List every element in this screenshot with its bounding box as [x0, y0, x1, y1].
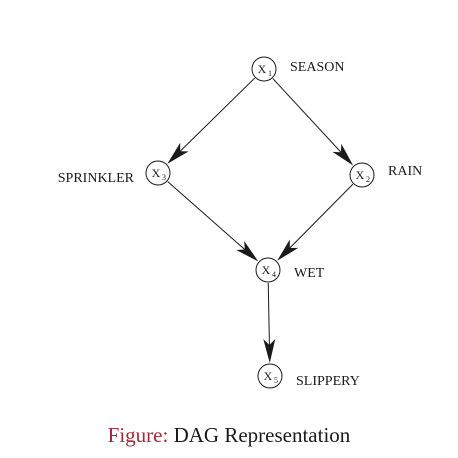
node-subscript: 3	[162, 173, 166, 182]
caption-text: DAG Representation	[173, 423, 351, 447]
node-subscript: 5	[274, 376, 278, 385]
figure-caption: Figure: DAG Representation	[0, 423, 458, 448]
arrowhead	[236, 241, 259, 262]
node-circle	[255, 257, 281, 283]
edge-line	[272, 78, 342, 153]
edge-x3-x4	[167, 181, 259, 262]
node-label: SLIPPERY	[296, 374, 360, 389]
node-circle	[349, 162, 375, 188]
node-circle	[145, 160, 171, 186]
node-variable: X	[264, 369, 273, 383]
edge-line	[167, 181, 246, 250]
edge-x1-x3	[167, 77, 256, 164]
node-label: SEASON	[290, 60, 344, 75]
node-label: RAIN	[388, 164, 422, 179]
node-variable: X	[258, 62, 267, 76]
edge-x4-x5	[263, 282, 276, 364]
arrowhead	[332, 143, 354, 166]
node-label: SPRINKLER	[58, 171, 135, 186]
edges-layer	[167, 77, 354, 364]
edge-line	[179, 77, 256, 152]
edge-line	[289, 183, 354, 249]
edge-x2-x4	[277, 183, 354, 261]
node-subscript: 1	[268, 69, 272, 78]
node-label: WET	[294, 266, 325, 281]
arrowhead	[263, 338, 276, 364]
arrowhead	[277, 239, 299, 261]
node-variable: X	[152, 166, 161, 180]
edge-line	[267, 282, 270, 346]
node-subscript: 2	[366, 175, 370, 184]
node-circle	[257, 363, 283, 389]
caption-prefix: Figure:	[107, 423, 169, 447]
node-variable: X	[356, 168, 365, 182]
node-circle	[251, 56, 277, 82]
node-variable: X	[262, 263, 271, 277]
arrowhead	[167, 142, 189, 164]
edge-x1-x2	[272, 78, 354, 166]
node-subscript: 4	[272, 270, 276, 279]
